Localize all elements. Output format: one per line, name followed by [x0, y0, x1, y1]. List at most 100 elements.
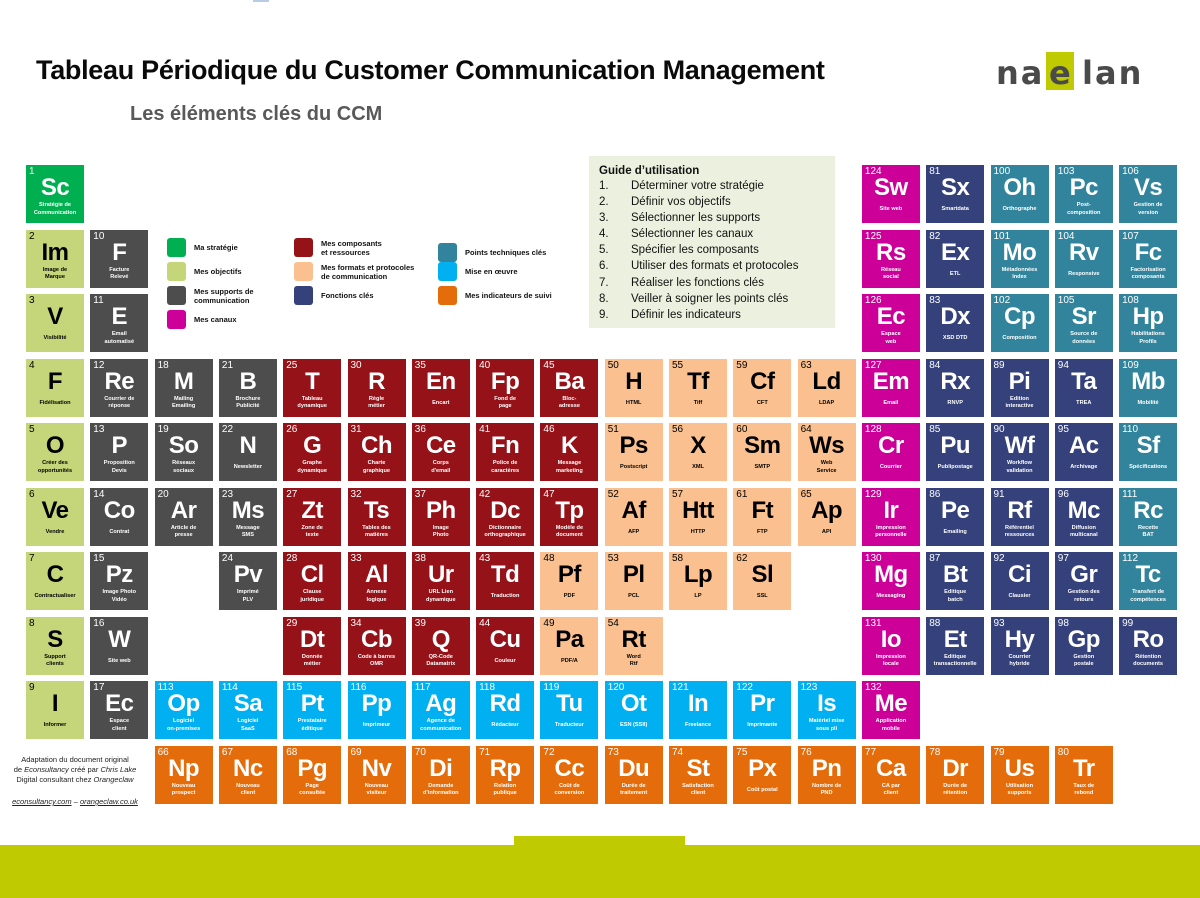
element-symbol: Ch: [361, 432, 393, 459]
element-number: 11: [93, 295, 104, 306]
element-symbol: Tr: [1072, 754, 1095, 782]
guide-step-number: 3.: [599, 212, 609, 225]
element-number: 65: [800, 488, 812, 500]
element-symbol: Rf: [1007, 496, 1032, 524]
element-symbol: Dc: [490, 496, 520, 524]
element-symbol: C: [46, 561, 64, 588]
element-symbol: F: [112, 238, 127, 266]
element-number: 61: [736, 488, 748, 500]
element-symbol: Np: [168, 754, 200, 782]
element-symbol: Pt: [300, 690, 325, 717]
guide-step-number: 8.: [599, 292, 609, 305]
element-name: Matériel mise sous pli: [808, 718, 845, 732]
element-symbol: Cc: [554, 754, 585, 782]
page-title: Tableau Périodique du Customer Communica…: [36, 55, 825, 85]
element-name: Réseaux sociaux: [172, 460, 196, 474]
legend-swatch: [294, 238, 313, 257]
element-symbol: Fc: [1134, 238, 1163, 266]
element-symbol: Px: [748, 754, 777, 782]
element-number: 127: [864, 359, 882, 371]
element-number: 43: [479, 553, 491, 564]
element-number: 123: [800, 682, 818, 693]
element-number: 98: [1057, 617, 1069, 629]
element-number: 109: [1122, 359, 1139, 371]
element-symbol: E: [111, 303, 128, 330]
element-name: Tableau dynamique: [297, 395, 327, 410]
element-name: Responsive: [1068, 270, 1100, 277]
element-symbol: Ac: [1068, 432, 1099, 459]
element-number: 45: [543, 359, 555, 371]
legend-label: Mes formats et protocoles de communicati…: [321, 262, 415, 281]
element-symbol: Oh: [1003, 174, 1036, 201]
element-symbol: Pl: [622, 561, 645, 588]
element-number: 56: [672, 424, 684, 435]
element-name: Impression personnelle: [875, 524, 907, 539]
element-name: Fond de page: [494, 395, 516, 410]
link-econsultancy[interactable]: econsultancy.com: [12, 797, 72, 806]
element-symbol: Ap: [811, 496, 843, 524]
element-symbol: Pe: [941, 496, 970, 524]
element-symbol: Sm: [744, 432, 781, 459]
element-name: Nouveau visiteur: [364, 782, 389, 797]
element-name: Dictionnaire orthographique: [484, 524, 526, 539]
element-symbol: Htt: [682, 496, 714, 524]
element-name: Imprimeur: [362, 722, 391, 728]
guide-step: 5.Spécifier les composants: [599, 242, 825, 258]
element-name: PDF/A: [561, 657, 578, 664]
element-number: 104: [1057, 230, 1075, 242]
element-number: 85: [929, 424, 941, 435]
element-symbol: Sc: [40, 174, 70, 201]
element-symbol: Nc: [233, 754, 263, 782]
legend-swatch: [167, 238, 186, 257]
element-symbol: Ph: [425, 496, 456, 524]
element-symbol: Du: [618, 754, 650, 782]
element-number: 26: [286, 424, 298, 435]
element-name: Espace client: [109, 718, 130, 732]
element-symbol: Is: [817, 690, 837, 717]
legend-swatch: [438, 286, 457, 305]
element-name: Recette BAT: [1137, 524, 1159, 539]
element-name: Composition: [1002, 335, 1037, 341]
element-name: Contractualiser: [34, 593, 76, 599]
element-name: Annexe logique: [366, 589, 387, 603]
element-symbol: Pv: [233, 561, 263, 588]
element-number: 29: [286, 617, 298, 629]
element-number: 58: [672, 553, 684, 564]
element-symbol: T: [305, 367, 320, 395]
link-orangeclaw[interactable]: orangeclaw.co.uk: [79, 797, 138, 806]
element-symbol: Pp: [361, 690, 392, 717]
element-symbol: Mc: [1067, 496, 1101, 524]
element-symbol: Re: [104, 367, 135, 395]
element-name: CA par client: [881, 782, 900, 797]
element-name: SSL: [756, 593, 768, 599]
element-name: XSD DTD: [942, 335, 968, 341]
element-name: Courrier hybride: [1008, 653, 1031, 668]
element-name: Fidélisation: [39, 399, 71, 406]
element-name: Modèle de document: [555, 524, 584, 539]
element-symbol: S: [47, 625, 63, 653]
element-name: Archivage: [1070, 464, 1098, 470]
element-symbol: Ot: [620, 690, 647, 717]
